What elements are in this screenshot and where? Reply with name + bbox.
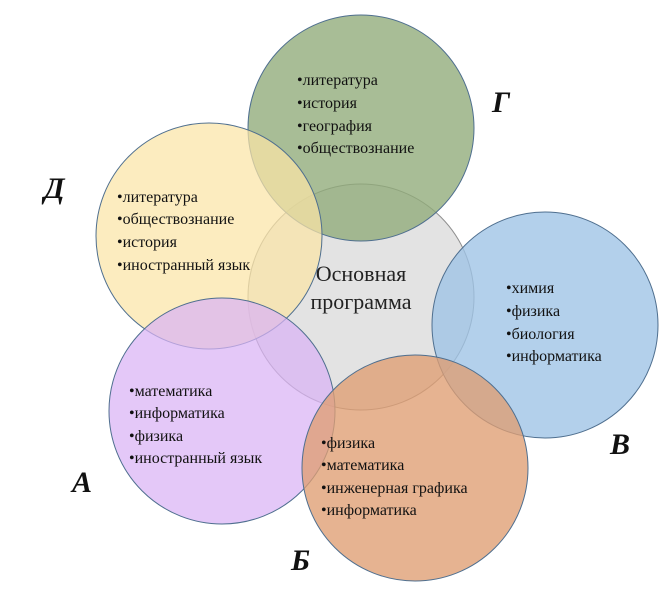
group-v-item: •информатика xyxy=(506,348,602,365)
center-label-line-2: программа xyxy=(310,289,411,314)
letter-g: Г xyxy=(491,86,511,119)
letter-a: А xyxy=(70,466,92,499)
group-a-item: •иностранный язык xyxy=(129,450,262,467)
group-g-items: •литература •история •география •обществ… xyxy=(297,72,414,157)
group-g-item: •литература xyxy=(297,72,378,89)
group-d-item: •литература xyxy=(117,189,198,206)
group-b-item: •физика xyxy=(321,435,375,452)
group-a-item: •информатика xyxy=(129,405,225,422)
group-a-item: •математика xyxy=(129,383,212,400)
group-d-item: •история xyxy=(117,234,178,251)
group-v-item: •химия xyxy=(506,280,555,297)
letter-v: В xyxy=(609,428,630,461)
group-a-item: •физика xyxy=(129,428,183,445)
group-d-items: •литература •обществознание •история •ин… xyxy=(117,189,250,274)
group-b-items: •физика •математика •инженерная графика … xyxy=(321,435,468,519)
letter-d: Д xyxy=(41,172,66,205)
group-b-item: •инженерная графика xyxy=(321,480,468,497)
group-d-item: •обществознание xyxy=(117,211,234,228)
group-g-item: •география xyxy=(297,118,373,135)
circle-v xyxy=(431,211,659,439)
center-label-line-1: Основная xyxy=(316,261,406,286)
group-g-item: •история xyxy=(297,95,358,112)
group-v-items: •химия •физика •биология •информатика xyxy=(506,280,602,365)
group-b-item: •информатика xyxy=(321,502,417,519)
group-d-item: •иностранный язык xyxy=(117,257,250,274)
circle-b xyxy=(301,354,529,582)
group-v-item: •биология xyxy=(506,326,575,343)
letter-b: Б xyxy=(290,544,310,577)
group-a-items: •математика •информатика •физика •иностр… xyxy=(129,383,262,467)
group-g-item: •обществознание xyxy=(297,140,414,157)
group-v-item: •физика xyxy=(506,303,560,320)
group-b-item: •математика xyxy=(321,457,404,474)
